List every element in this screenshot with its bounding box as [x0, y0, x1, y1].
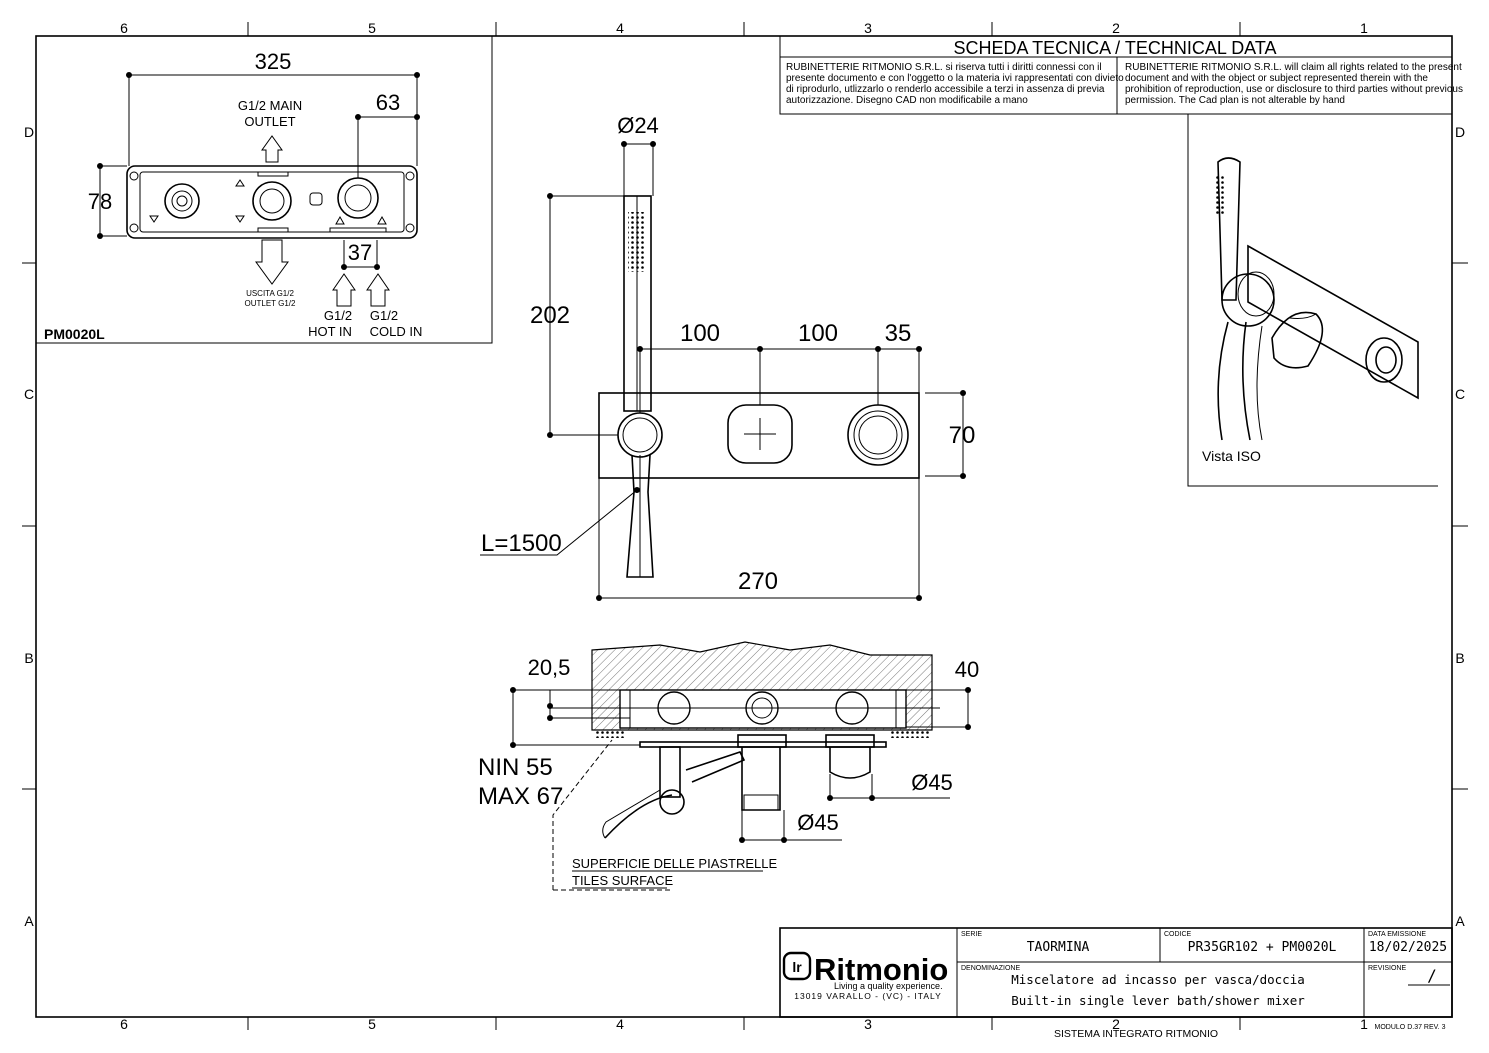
disclaimer-en-line: permission. The Cad plan is not alterabl…: [1125, 95, 1345, 106]
main-outlet-arrow-icon: [261, 135, 283, 163]
title-block: lr Ritmonio Living a quality experience.…: [779, 927, 1453, 1018]
dimension-label: 325: [255, 49, 292, 74]
ritmonio-logo-icon: [782, 951, 812, 981]
hot-in-label: HOT IN: [308, 324, 352, 339]
depth-max-label: MAX 67: [478, 783, 563, 810]
column-label: 3: [864, 20, 872, 36]
dimension-label: 100: [680, 320, 720, 347]
row-label: D: [24, 124, 34, 140]
tiles-surface-label: TILES SURFACE: [572, 873, 673, 888]
depth-min-label: NIN 55: [478, 754, 553, 781]
field-caption: SERIE: [961, 931, 982, 938]
dimension-label: 35: [885, 320, 912, 347]
disclaimer-en-line: document and with the object or subject …: [1125, 73, 1428, 84]
row-label: B: [24, 650, 33, 666]
tiles-surface-label: SUPERFICIE DELLE PIASTRELLE: [572, 856, 778, 871]
product-code-label: PM0020L: [44, 326, 105, 342]
header-block: SCHEDA TECNICA / TECHNICAL DATA RUBINETT…: [779, 35, 1463, 115]
outlet-arrow-icon: [255, 239, 289, 285]
row-label: A: [24, 913, 34, 929]
cold-in-label: G1/2: [370, 308, 398, 323]
dimension-label: 78: [88, 189, 112, 214]
cold-in-arrow-icon: [366, 273, 390, 307]
dimension-label: 202: [530, 302, 570, 329]
cold-in-label: COLD IN: [370, 324, 423, 339]
hot-in-label: G1/2: [324, 308, 352, 323]
row-label: A: [1455, 913, 1465, 929]
description-it: Miscelatore ad incasso per vasca/doccia: [1011, 972, 1305, 987]
row-label: C: [1455, 386, 1465, 402]
top-view-panel: PM0020L 325 63: [36, 36, 493, 344]
row-label: B: [1455, 650, 1464, 666]
disclaimer-it-line: presente documento e con l'oggetto o la …: [786, 73, 1124, 84]
column-label: 1: [1360, 1016, 1368, 1032]
column-label: 4: [616, 1016, 624, 1032]
revision-value: /: [1427, 966, 1437, 985]
shower-head-nozzles: [628, 212, 646, 272]
column-label: 2: [1112, 20, 1120, 36]
drawing-frame: 6 5 4 3 2 1 6 5 4 3 2 1 D C B A D C B A: [22, 20, 1468, 1032]
field-caption: DATA EMISSIONE: [1368, 931, 1426, 938]
brand-tagline: Living a quality experience.: [834, 981, 943, 991]
column-label: 5: [368, 1016, 376, 1032]
dimension-label: Ø24: [617, 113, 659, 138]
column-label: 6: [120, 1016, 128, 1032]
column-label: 5: [368, 20, 376, 36]
iso-view: Vista ISO: [1187, 114, 1438, 487]
hot-in-arrow-icon: [332, 273, 356, 307]
disclaimer-en-line: prohibition of reproduction, use or disc…: [1125, 84, 1463, 95]
main-outlet-label: G1/2 MAIN: [238, 98, 302, 113]
series-value: TAORMINA: [1027, 940, 1090, 955]
dimension-label: Ø45: [797, 810, 839, 835]
hose-length-label: L=1500: [481, 530, 562, 557]
code-value: PR35GR102 + PM0020L: [1188, 940, 1337, 955]
header-title: SCHEDA TECNICA / TECHNICAL DATA: [953, 38, 1276, 58]
brand-name: Ritmonio: [814, 952, 948, 987]
footer-module-label: MODULO D.37 REV. 3: [1375, 1024, 1446, 1031]
dimension-label: 20,5: [528, 655, 571, 680]
ritmonio-logo-icon: [309, 192, 323, 206]
section-view: 20,5 40 NIN 55 MAX 67 Ø45 Ø45 SUPERFICIE…: [478, 641, 979, 891]
dimension-label: Ø45: [911, 770, 953, 795]
disclaimer-it-line: di riprodurlo, utlizzarlo o renderlo acc…: [786, 84, 1105, 95]
svg-text:lr: lr: [792, 959, 802, 975]
outlet-label: USCITA G1/2: [246, 289, 294, 298]
row-label: C: [24, 386, 34, 402]
disclaimer-it-line: autorizzazione. Disegno CAD non modifica…: [786, 95, 1028, 106]
field-caption: CODICE: [1164, 931, 1192, 938]
description-en: Built-in single lever bath/shower mixer: [1011, 993, 1305, 1008]
ritmonio-logo: lr: [782, 951, 812, 981]
column-label: 4: [616, 20, 624, 36]
outlet-label: OUTLET G1/2: [245, 299, 297, 308]
brand-address: 13019 VARALLO - (VC) - ITALY: [794, 991, 942, 1001]
disclaimer-en-line: RUBINETTERIE RITMONIO S.R.L. will claim …: [1125, 62, 1462, 73]
front-view: Ø24 202 100 100 35 70 270 L=1500: [480, 113, 975, 601]
issue-date-value: 18/02/2025: [1369, 940, 1447, 955]
dimension-label: 270: [738, 568, 778, 595]
field-caption: DENOMINAZIONE: [961, 965, 1020, 972]
column-label: 1: [1360, 20, 1368, 36]
column-label: 3: [864, 1016, 872, 1032]
disclaimer-it-line: RUBINETTERIE RITMONIO S.R.L. si riserva …: [786, 62, 1102, 73]
dimension-label: 100: [798, 320, 838, 347]
iso-view-label: Vista ISO: [1202, 448, 1261, 464]
dimension-label: 70: [949, 422, 976, 449]
field-caption: REVISIONE: [1368, 965, 1406, 972]
column-label: 2: [1112, 1016, 1120, 1032]
footer-system-label: SISTEMA INTEGRATO RITMONIO: [1054, 1028, 1218, 1040]
row-label: D: [1455, 124, 1465, 140]
dimension-label: 40: [955, 657, 979, 682]
main-outlet-label: OUTLET: [244, 114, 295, 129]
column-label: 6: [120, 20, 128, 36]
dimension-label: 37: [348, 240, 372, 265]
dimension-label: 63: [376, 90, 400, 115]
